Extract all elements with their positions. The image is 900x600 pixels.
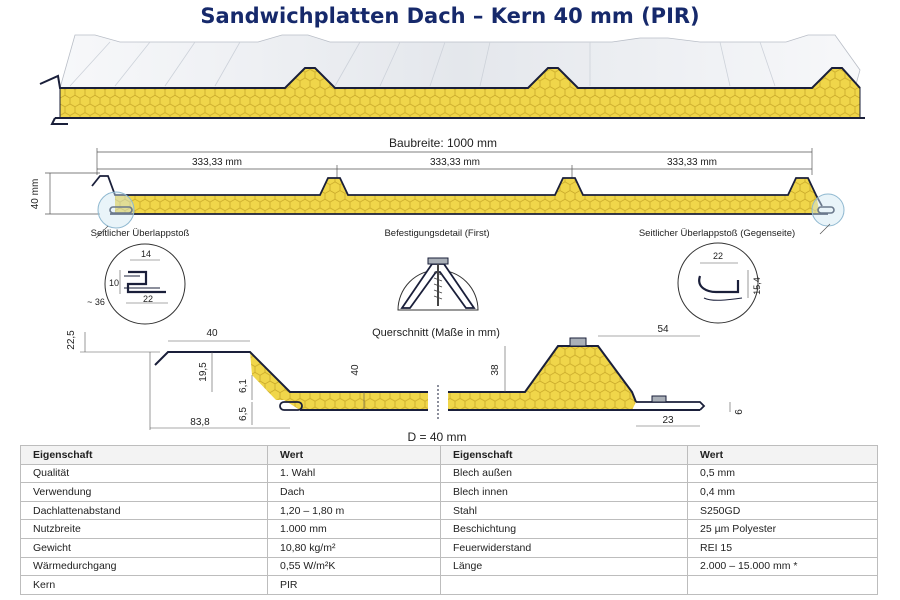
d-label: D = 40 mm: [407, 430, 466, 444]
cell: 0,5 mm: [687, 463, 878, 484]
cell: Qualität: [20, 463, 268, 484]
dim-19-5: 19,5: [198, 362, 209, 382]
cell: Blech innen: [440, 482, 688, 502]
cell: Kern: [20, 575, 268, 595]
cell: 2.000 – 15.000 mm *: [687, 556, 878, 577]
cell: [687, 575, 878, 595]
left-detail-label: Seitlicher Überlappstoß: [91, 228, 190, 239]
cell: Dachlattenabstand: [20, 500, 268, 521]
dim-6-1: 6,1: [238, 379, 249, 393]
table-header-row: Eigenschaft Wert Eigenschaft Wert: [20, 445, 878, 465]
right-dim-a: 22: [713, 251, 723, 261]
cell: Beschichtung: [440, 519, 688, 539]
seg-2: 333,33 mm: [430, 157, 480, 168]
cell: Verwendung: [20, 482, 268, 502]
cell: Wärmedurchgang: [20, 556, 268, 577]
col-header: Wert: [687, 445, 878, 465]
spec-table: Eigenschaft Wert Eigenschaft Wert Qualit…: [20, 445, 878, 595]
cell: 1.000 mm: [267, 519, 441, 539]
fastening-detail: [397, 257, 479, 311]
col-header: Eigenschaft: [20, 445, 268, 465]
baubreite-label: Baubreite: 1000 mm: [389, 136, 497, 150]
cell: 10,80 kg/m²: [267, 537, 441, 558]
seg-3: 333,33 mm: [667, 157, 717, 168]
technical-drawing: Baubreite: 1000 mm 333,33 mm 333,33 mm 3…: [30, 34, 865, 444]
panel-profile: [91, 175, 845, 239]
right-overlap-detail: 22 15,4: [677, 242, 762, 324]
dim-38: 38: [490, 364, 501, 376]
cell: Dach: [267, 482, 441, 502]
cell: Stahl: [440, 500, 688, 521]
left-dim-b: 10: [109, 278, 119, 288]
mid-detail-label: Befestigungsdetail (First): [384, 228, 489, 239]
cell: PIR: [267, 575, 441, 595]
cell: Feuerwiderstand: [440, 537, 688, 558]
dim-6: 6: [734, 409, 745, 415]
cell: Nutzbreite: [20, 519, 268, 539]
left-dim-d: ~ 36: [87, 297, 105, 307]
dim-40-core: 40: [350, 364, 361, 376]
page-title: Sandwichplatten Dach – Kern 40 mm (PIR): [200, 4, 700, 28]
col-header: Wert: [267, 445, 441, 465]
left-overlap-detail: 14 10 22 ~ 36: [87, 243, 186, 325]
dim-6-5: 6,5: [238, 407, 249, 421]
left-dim-c: 22: [143, 294, 153, 304]
panel-3d-view: [39, 34, 865, 125]
cell: [440, 575, 688, 595]
left-dim-a: 14: [141, 249, 151, 259]
dim-40-top: 40: [206, 328, 218, 339]
cell: 0,55 W/m²K: [267, 556, 441, 577]
cross-section: [154, 337, 706, 420]
right-dim-b: 15,4: [752, 277, 762, 295]
cell: Blech außen: [440, 463, 688, 484]
cell: REI 15: [687, 537, 878, 558]
cell: 1. Wahl: [267, 463, 441, 484]
col-header: Eigenschaft: [440, 445, 688, 465]
cell: Gewicht: [20, 537, 268, 558]
dim-22-5: 22,5: [66, 330, 77, 350]
seg-1: 333,33 mm: [192, 157, 242, 168]
cell: 0,4 mm: [687, 482, 878, 502]
right-detail-label: Seitlicher Überlappstoß (Gegenseite): [639, 228, 795, 239]
dim-83-8: 83,8: [190, 417, 210, 428]
dim-23: 23: [662, 415, 674, 426]
height-40-label: 40 mm: [30, 179, 41, 210]
cell: 1,20 – 1,80 m: [267, 500, 441, 521]
cell: 25 µm Polyester: [687, 519, 878, 539]
cell: Länge: [440, 556, 688, 577]
dim-54: 54: [657, 324, 669, 335]
cell: S250GD: [687, 500, 878, 521]
section-title: Querschnitt (Maße in mm): [372, 327, 500, 339]
